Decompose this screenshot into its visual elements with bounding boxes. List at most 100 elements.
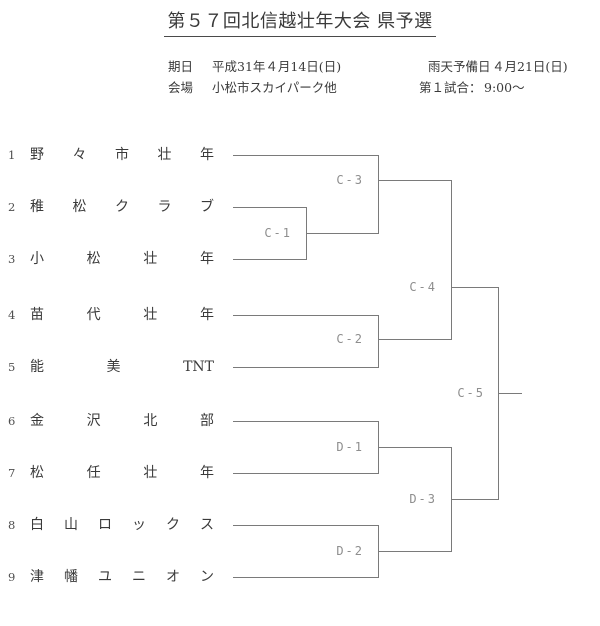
team-name-segment: 年 <box>199 465 214 481</box>
team-name-segment: ス <box>200 517 214 533</box>
team-name-segment: ク <box>166 517 180 533</box>
team-name-segment: 任 <box>86 465 101 481</box>
rain-date-label: 雨天予備日 <box>428 59 491 74</box>
match-label-c-4: C-4 <box>409 280 437 294</box>
team-name-segment: 山 <box>64 517 78 533</box>
team-name-segment: 年 <box>199 251 214 267</box>
title-wrap: 第５７回北信越壮年大会 県予選 <box>0 7 600 37</box>
match-d1-out <box>378 447 451 448</box>
team-number: 2 <box>8 200 16 214</box>
team-name-segment: 々 <box>72 147 87 163</box>
team-name-segment: 部 <box>199 413 214 429</box>
team-2-line <box>233 207 306 208</box>
team-name-segment: ロ <box>98 517 112 533</box>
team-name-segment: ッ <box>132 517 146 533</box>
venue-value: 小松市スカイパーク他 <box>212 80 337 95</box>
match-label-c-3: C-3 <box>336 173 364 187</box>
match-label-d-3: D-3 <box>409 492 437 506</box>
team-name-segment: ク <box>115 199 129 215</box>
match-label-d-2: D-2 <box>336 544 364 558</box>
team-name-segment: 壮 <box>157 147 172 163</box>
team-name-segment: 壮 <box>143 465 158 481</box>
team-name-segment: ン <box>200 569 214 585</box>
team-number: 4 <box>8 308 16 322</box>
team-number: 5 <box>8 360 16 374</box>
team-3-line <box>233 259 306 260</box>
rain-date-value: ４月21日(日) <box>492 59 568 74</box>
match-label-c-1: C-1 <box>264 226 292 240</box>
team-name-segment: 津 <box>30 569 44 585</box>
team-5-line <box>233 367 378 368</box>
team-number: 6 <box>8 414 16 428</box>
tournament-title: 第５７回北信越壮年大会 県予選 <box>164 7 436 37</box>
team-name: 小松壮年 <box>30 252 214 266</box>
match-label-c-5: C-5 <box>457 386 485 400</box>
match-c1-out <box>306 233 378 234</box>
team-number: 1 <box>8 148 16 162</box>
team-name-segment: 年 <box>200 147 214 163</box>
match-label-d-1: D-1 <box>336 440 364 454</box>
team-number: 8 <box>8 518 16 532</box>
match-c4-join <box>451 180 452 340</box>
team-name-segment: 幡 <box>64 569 78 585</box>
team-name: 津幡ユニオン <box>30 570 214 584</box>
team-number: 9 <box>8 570 16 584</box>
team-name-segment: 苗 <box>30 307 44 323</box>
match-c3-join <box>378 155 379 234</box>
team-name: 稚松クラブ <box>30 200 214 214</box>
team-name-segment: 壮 <box>143 307 158 323</box>
team-name-segment: ニ <box>132 569 146 585</box>
team-name-segment: ユ <box>98 569 112 585</box>
match-d3-out <box>451 499 498 500</box>
team-name-segment: 野 <box>30 147 44 163</box>
match-c2-join <box>378 315 379 368</box>
team-6-line <box>233 421 378 422</box>
date-value: 平成31年４月14日(日) <box>212 59 342 74</box>
team-name-segment: 小 <box>30 251 44 267</box>
match-d2-out <box>378 551 451 552</box>
team-8-line <box>233 525 378 526</box>
first-game-label: 第１試合： <box>419 80 482 95</box>
team-number: 7 <box>8 466 16 480</box>
date-label: 期日 <box>168 59 194 74</box>
team-name-segment: TNT <box>183 359 214 375</box>
team-name-segment: 白 <box>30 517 44 533</box>
match-c2-out <box>378 339 451 340</box>
team-name: 松任壮年 <box>30 466 214 480</box>
team-1-line <box>233 155 378 156</box>
team-name: 金沢北部 <box>30 414 214 428</box>
team-name-segment: ブ <box>200 199 214 215</box>
winner-line <box>498 393 522 394</box>
team-name-segment: 美 <box>106 359 121 375</box>
team-name-segment: 沢 <box>86 413 101 429</box>
team-number: 3 <box>8 252 16 266</box>
team-name-segment: 年 <box>199 307 214 323</box>
team-name-segment: 稚 <box>30 199 44 215</box>
first-game-value: 9:00～ <box>484 80 525 95</box>
team-name: 白山ロックス <box>30 518 214 532</box>
team-name-segment: 松 <box>30 465 44 481</box>
team-name-segment: オ <box>166 569 180 585</box>
team-name: 野々市壮年 <box>30 148 214 162</box>
match-label-c-2: C-2 <box>336 332 364 346</box>
team-name: 能 美 TNT <box>30 360 214 374</box>
match-c4-out <box>451 287 498 288</box>
team-4-line <box>233 315 378 316</box>
team-name-segment: 松 <box>72 199 87 215</box>
match-c3-out <box>378 180 451 181</box>
team-name-segment: 金 <box>30 413 44 429</box>
team-9-line <box>233 577 378 578</box>
team-name-segment: 壮 <box>143 251 158 267</box>
team-name-segment: 能 <box>30 359 44 375</box>
team-name: 苗代壮年 <box>30 308 214 322</box>
team-name-segment: 代 <box>86 307 101 323</box>
team-name-segment: 市 <box>115 147 129 163</box>
